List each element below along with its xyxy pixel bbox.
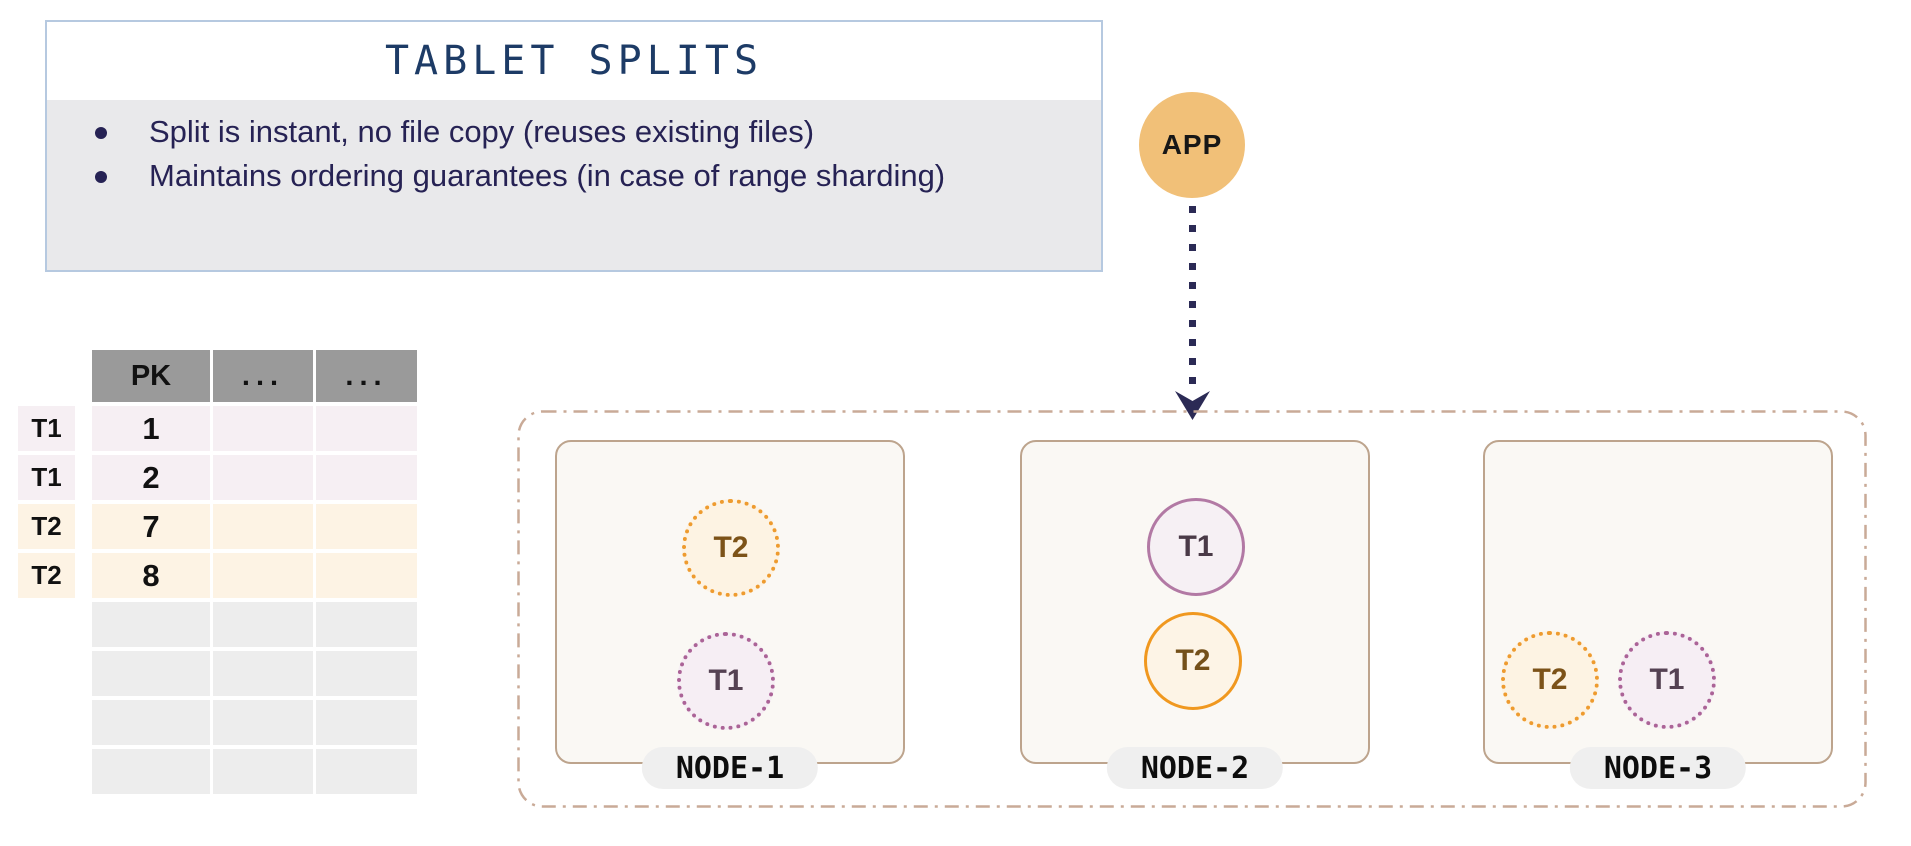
app-label: APP: [1161, 129, 1223, 160]
info-box: TABLET SPLITS Split is instant, no file …: [45, 20, 1103, 272]
tablet-circle-t1-solid: T1: [1147, 498, 1245, 596]
table-cell: [316, 504, 417, 549]
row-label-cell: T2: [18, 553, 75, 598]
app-to-node2-dotted-line: [1189, 206, 1196, 392]
bullet-icon: [95, 171, 107, 183]
table-cell: [213, 504, 313, 549]
node-3-card: T2 T1 NODE-3: [1483, 440, 1833, 789]
tablet-label: T2: [713, 531, 749, 564]
node-name: NODE-3: [1603, 750, 1713, 786]
tablet-label: T1: [1649, 663, 1685, 696]
node-2-card: T1 T2 NODE-2: [1020, 440, 1370, 789]
bullet-item: Maintains ordering guarantees (in case o…: [95, 154, 1101, 198]
tablet-label: T2: [1532, 663, 1568, 696]
table-cell: [213, 455, 313, 500]
node-label-pill: NODE-3: [1569, 747, 1747, 789]
table-cell: [213, 406, 313, 451]
table-cell-empty: [213, 700, 313, 745]
table-cell-empty: [92, 651, 210, 696]
table-grid: PK ... ... 1 2 7 8: [92, 350, 417, 794]
table-cell-empty: [316, 700, 417, 745]
tablet-circle-t1-dotted: T1: [1618, 631, 1716, 729]
table-cell-empty: [316, 651, 417, 696]
info-box-body: Split is instant, no file copy (reuses e…: [47, 100, 1101, 270]
bullet-text: Maintains ordering guarantees (in case o…: [149, 158, 946, 193]
arrowhead-down-icon: [1175, 391, 1210, 420]
cluster-container: T2 T1 NODE-1 T1 T2 NODE-2 T2: [517, 410, 1867, 808]
row-label-cell: T2: [18, 504, 75, 549]
diagram-title: TABLET SPLITS: [384, 38, 764, 84]
table-header-cell: PK: [92, 350, 210, 402]
tablet-label: T2: [1175, 644, 1211, 677]
table-cell-empty: [316, 602, 417, 647]
table-cell-empty: [316, 749, 417, 794]
table-cell-empty: [213, 602, 313, 647]
table-cell: [213, 553, 313, 598]
table-cell-empty: [213, 749, 313, 794]
table-cell-pk: 8: [92, 553, 210, 598]
app-node: APP: [1139, 92, 1245, 198]
table-cell-empty: [92, 700, 210, 745]
row-label-cell: T1: [18, 455, 75, 500]
table-cell-pk: 7: [92, 504, 210, 549]
tablet-circle-t1-dotted: T1: [677, 632, 775, 730]
table-cell-empty: [92, 602, 210, 647]
node-1-card: T2 T1 NODE-1: [555, 440, 905, 789]
table-cell-pk: 1: [92, 406, 210, 451]
tablet-row-labels: T1 T1 T2 T2: [18, 406, 75, 598]
tablet-label: T1: [1178, 530, 1214, 563]
table-cell-empty: [213, 651, 313, 696]
table-cell: [316, 455, 417, 500]
table-cell: [316, 553, 417, 598]
node-name: NODE-1: [675, 750, 785, 786]
node-name: NODE-2: [1140, 750, 1250, 786]
table-cell-pk: 2: [92, 455, 210, 500]
node-label-pill: NODE-2: [1106, 747, 1284, 789]
tablet-circle-t2-solid: T2: [1144, 612, 1242, 710]
tablet-label: T1: [708, 664, 744, 697]
table-header-cell: ...: [316, 350, 417, 402]
bullet-text: Split is instant, no file copy (reuses e…: [149, 114, 815, 149]
tablet-circle-t2-dotted: T2: [682, 499, 780, 597]
tablet-circle-t2-dotted: T2: [1501, 631, 1599, 729]
info-box-header: TABLET SPLITS: [47, 22, 1101, 100]
cluster-dashed-border: [517, 410, 1867, 808]
table-cell: [316, 406, 417, 451]
table-header-cell: ...: [213, 350, 313, 402]
node-label-pill: NODE-1: [641, 747, 819, 789]
bullet-item: Split is instant, no file copy (reuses e…: [95, 110, 1101, 154]
row-label-cell: T1: [18, 406, 75, 451]
bullet-icon: [95, 127, 107, 139]
table-cell-empty: [92, 749, 210, 794]
